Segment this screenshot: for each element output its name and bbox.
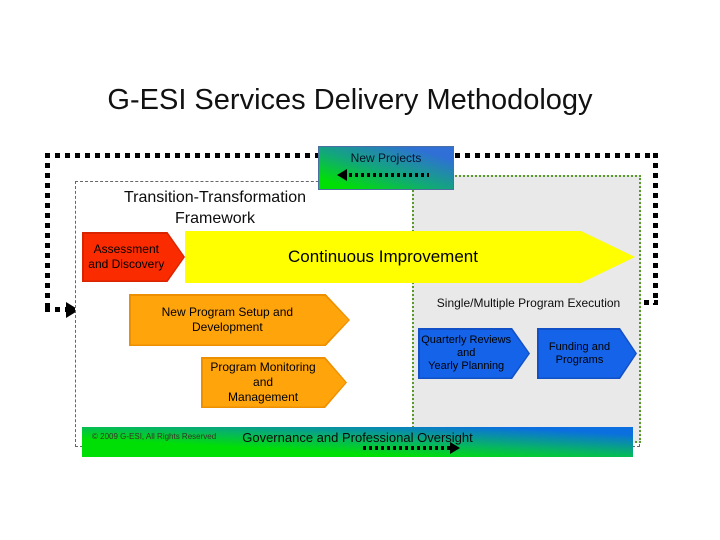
governance-dotted-line — [363, 446, 450, 450]
new-projects-label: New Projects — [350, 151, 422, 165]
assessment-discovery-arrow: Assessment and Discovery — [82, 232, 185, 282]
assessment-discovery-label: Assessment and Discovery — [88, 242, 165, 271]
funding-programs-label: Funding and Programs — [548, 340, 611, 366]
governance-bar — [82, 427, 633, 457]
page-title: G-ESI Services Delivery Methodology — [107, 84, 593, 116]
new-program-setup-label: New Program Setup and Development — [161, 305, 294, 334]
program-monitoring-arrow: Program Monitoring and Management — [201, 357, 347, 408]
new-projects-box: New Projects — [318, 146, 454, 190]
loop-dotted-line-left — [45, 153, 50, 312]
copyright-text: © 2009 G-ESI, All Rights Reserved — [92, 432, 217, 441]
program-execution-title: Single/Multiple Program Execution — [436, 296, 621, 310]
governance-arrowhead-right-icon — [450, 442, 460, 454]
loop-dotted-line-right — [653, 153, 658, 305]
quarterly-reviews-label: Quarterly Reviews and Yearly Planning — [421, 334, 512, 372]
loop-dotted-line-bottom-right — [644, 300, 658, 305]
quarterly-reviews-arrow-fill — [419, 329, 529, 378]
funding-programs-arrow: Funding and Programs — [537, 328, 637, 379]
governance-label: Governance and Professional Oversight — [242, 430, 473, 445]
quarterly-reviews-arrow: Quarterly Reviews and Yearly Planning — [418, 328, 530, 379]
loop-dotted-line-bottom-left — [45, 307, 67, 312]
new-projects-arrowhead-left-icon — [337, 169, 347, 181]
transition-framework-title: Transition-Transformation Framework — [124, 189, 306, 227]
new-projects-dotted-line — [349, 173, 429, 177]
program-monitoring-label: Program Monitoring and Management — [210, 360, 316, 404]
program-monitoring-arrow-fill — [202, 358, 346, 407]
new-program-setup-arrow: New Program Setup and Development — [129, 294, 350, 346]
continuous-improvement-arrow-fill — [186, 232, 634, 282]
continuous-improvement-label: Continuous Improvement — [288, 247, 478, 266]
assessment-discovery-arrow-fill — [83, 233, 184, 281]
new-program-setup-arrow-fill — [130, 295, 349, 345]
continuous-improvement-arrow: Continuous Improvement — [185, 231, 635, 283]
funding-programs-arrow-fill — [538, 329, 636, 378]
